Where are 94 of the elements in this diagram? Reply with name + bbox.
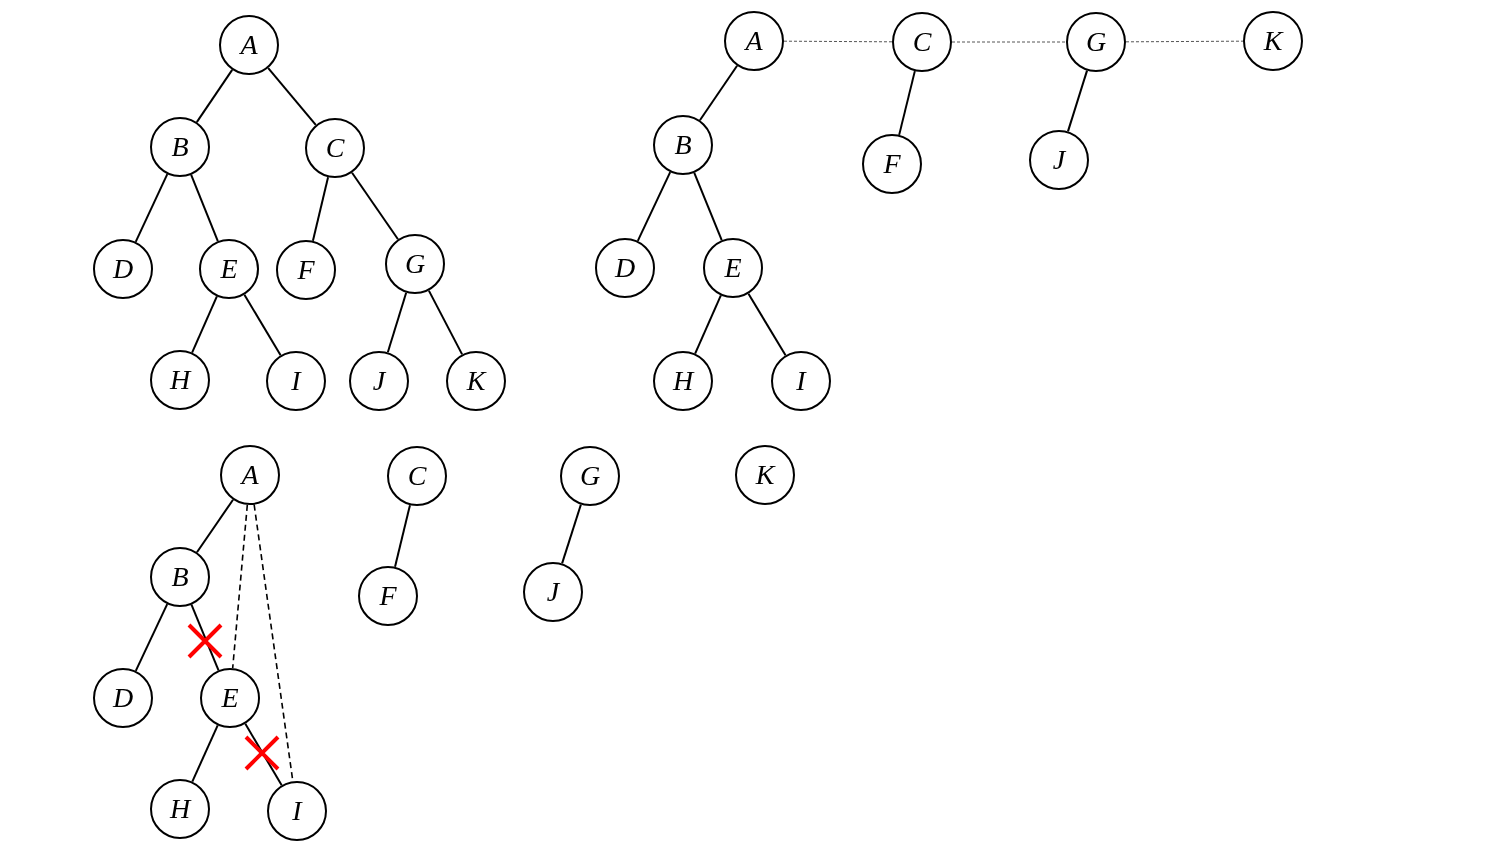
tree-node-circle <box>219 15 279 75</box>
tree-edge <box>698 64 739 122</box>
dashed-line <box>1125 40 1244 43</box>
node-label: J <box>372 367 386 395</box>
node-label: A <box>240 31 258 59</box>
tree-node-circle <box>1066 12 1126 72</box>
tree-node-circle <box>1243 11 1303 71</box>
node-label: H <box>169 795 191 823</box>
tree-edge <box>134 603 169 672</box>
tree-edge <box>190 603 220 672</box>
node-label: F <box>379 582 397 610</box>
dashed-line <box>783 40 893 43</box>
tree-node-circle <box>150 117 210 177</box>
tree-edge <box>190 173 219 243</box>
node-label: H <box>169 366 191 394</box>
tree-node-circle <box>349 351 409 411</box>
node-label: F <box>883 150 901 178</box>
tree-node-circle <box>446 351 506 411</box>
tree-node-circle <box>771 351 831 411</box>
tree-node-circle <box>276 240 336 300</box>
tree-edge <box>191 295 218 354</box>
tree-node-circle <box>93 668 153 728</box>
tree-node-circle <box>200 668 260 728</box>
tree-node-circle <box>703 238 763 298</box>
tree-edge <box>267 67 317 126</box>
tree-edge <box>134 173 169 243</box>
tree-node-circle <box>150 779 210 839</box>
node-label: E <box>724 254 742 282</box>
node-label: J <box>546 578 560 606</box>
tree-edge <box>386 291 408 354</box>
tree-node-circle <box>150 547 210 607</box>
node-label: H <box>672 367 694 395</box>
node-label: E <box>220 255 238 283</box>
node-label: I <box>291 367 301 395</box>
node-label: F <box>297 256 315 284</box>
tree-node-circle <box>305 118 365 178</box>
tree-edge <box>561 503 582 565</box>
node-label: G <box>579 462 601 490</box>
node-label: G <box>1085 28 1107 56</box>
node-label: C <box>912 28 932 56</box>
node-label: D <box>112 684 134 712</box>
tree-node-circle <box>93 239 153 299</box>
tree-node-circle <box>892 12 952 72</box>
tree-node-circle <box>387 446 447 506</box>
tree-edge <box>427 289 464 356</box>
tree-node-circle <box>267 781 327 841</box>
node-label: D <box>112 255 134 283</box>
tree-node-circle <box>595 238 655 298</box>
tree-edge <box>898 70 916 136</box>
tree-edge <box>243 293 282 357</box>
node-label: I <box>292 797 302 825</box>
node-label: J <box>1052 146 1066 174</box>
node-label: B <box>674 131 692 159</box>
node-label: I <box>796 367 806 395</box>
node-label: C <box>325 134 345 162</box>
tree-edge <box>244 722 283 787</box>
node-label: K <box>1263 27 1283 55</box>
tree-node-circle <box>523 562 583 622</box>
dashed-line <box>951 41 1067 43</box>
tree-node-circle <box>150 350 210 410</box>
tree-node-circle <box>653 115 713 175</box>
node-label: D <box>614 254 636 282</box>
tree-node-circle <box>220 445 280 505</box>
tree-edge <box>195 68 234 124</box>
tree-edge <box>1067 69 1088 133</box>
tree-node-circle <box>358 566 418 626</box>
node-label: K <box>755 461 775 489</box>
tree-node-circle <box>862 134 922 194</box>
node-label: C <box>407 462 427 490</box>
tree-edge <box>636 171 672 242</box>
tree-node-circle <box>724 11 784 71</box>
node-label: A <box>241 461 259 489</box>
tree-node-circle <box>653 351 713 411</box>
dashed-line <box>231 504 249 669</box>
tree-edge <box>394 504 411 568</box>
node-label: G <box>404 250 426 278</box>
tree-edge <box>196 498 234 554</box>
tree-edge <box>191 724 219 783</box>
tree-edge <box>693 171 723 242</box>
tree-node-circle <box>735 445 795 505</box>
node-label: E <box>221 684 239 712</box>
tree-edge <box>351 171 399 241</box>
tree-edge <box>694 294 722 355</box>
node-label: K <box>466 367 486 395</box>
tree-edge <box>747 292 787 357</box>
tree-node-circle <box>385 234 445 294</box>
tree-node-circle <box>266 351 326 411</box>
node-label: A <box>745 27 763 55</box>
tree-edge <box>311 176 330 242</box>
node-label: B <box>171 133 189 161</box>
node-label: B <box>171 563 189 591</box>
tree-node-circle <box>560 446 620 506</box>
tree-node-circle <box>199 239 259 299</box>
tree-node-circle <box>1029 130 1089 190</box>
